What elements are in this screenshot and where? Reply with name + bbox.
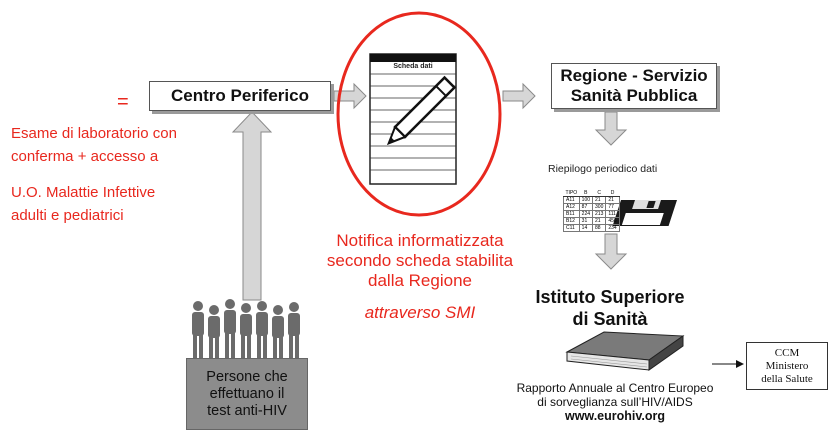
ccm-line-1: CCM xyxy=(774,346,800,359)
lab-exam-text: Esame di laboratorio con conferma + acce… xyxy=(11,124,177,226)
ccm-box: CCM Ministero della Salute xyxy=(746,342,828,390)
ccm-line-3: della Salute xyxy=(761,372,813,385)
table-row: C11 14 88 234 xyxy=(563,224,620,232)
rapporto-line-1: Rapporto Annuale al Centro Europeo xyxy=(516,381,714,395)
table-cell: 111 xyxy=(605,210,620,218)
lab-exam-line-3: U.O. Malattie Infettive xyxy=(11,184,156,201)
regione-box: Regione - Servizio Sanità Pubblica xyxy=(551,63,717,109)
iss-line-2: di Sanità xyxy=(572,309,648,329)
regione-line-2: Sanità Pubblica xyxy=(570,86,698,105)
table-cell: 300 xyxy=(592,203,607,211)
scheda-dati-label: Scheda dati xyxy=(393,63,433,70)
table-cell: 213 xyxy=(592,210,607,218)
regione-line-1: Regione - Servizio xyxy=(560,66,708,85)
table-cell: 77 xyxy=(605,203,620,211)
iss-title: Istituto Superiore di Sanità xyxy=(510,286,710,330)
people-group-icon xyxy=(192,299,300,358)
rapporto-line-2: di sorveglianza sull’HIV/AIDS xyxy=(537,395,693,409)
rapporto-text: Rapporto Annuale al Centro Europeo di so… xyxy=(496,381,734,423)
data-table: TIPO B C D A11 100 21 21 A12 87 300 77 B… xyxy=(563,190,620,232)
persone-box: Persone che effettuano il test anti-HIV xyxy=(186,358,308,430)
table-cell: 21 xyxy=(605,196,620,204)
document-pencil-icon xyxy=(369,53,457,185)
notifica-line-4: attraverso SMI xyxy=(364,303,476,322)
floppy-disk-icon xyxy=(612,200,677,226)
persone-line-3: test anti-HIV xyxy=(207,402,287,419)
table-cell: 234 xyxy=(605,224,620,232)
lab-exam-line-4: adulti e pediatrici xyxy=(11,207,124,224)
table-cell: B12 xyxy=(563,217,580,225)
notifica-line-2: secondo scheda stabilita xyxy=(326,251,514,270)
riepilogo-label: Riepilogo periodico dati xyxy=(548,163,658,175)
table-cell: 87 xyxy=(578,203,594,211)
equals-sign: = xyxy=(117,91,129,113)
notifica-line-1: Notifica informatizzata xyxy=(336,231,504,250)
table-row: B11 224 213 111 xyxy=(563,210,620,218)
rapporto-url: www.eurohiv.org xyxy=(564,409,665,423)
table-cell: 224 xyxy=(578,210,594,218)
centro-periferico-label: Centro Periferico xyxy=(171,86,309,105)
table-row: A11 100 21 21 xyxy=(563,196,620,204)
vertical-up-arrow xyxy=(231,111,273,301)
notifica-line-3: dalla Regione xyxy=(368,271,472,290)
arrow-to-regione xyxy=(502,82,536,110)
table-cell: B11 xyxy=(563,210,580,218)
arrow-down-2 xyxy=(594,233,628,270)
persone-line-2: effettuano il xyxy=(209,385,285,402)
table-header-cell: TIPO xyxy=(563,190,580,197)
arrow-to-ccm xyxy=(712,360,744,368)
centro-periferico-box: Centro Periferico xyxy=(149,81,331,111)
arrow-down-1 xyxy=(594,111,628,146)
ccm-line-2: Ministero xyxy=(765,359,809,372)
table-cell: 21 xyxy=(592,217,607,225)
table-cell: 88 xyxy=(592,224,607,232)
lab-exam-line-1: Esame di laboratorio con xyxy=(11,125,177,142)
table-cell: 14 xyxy=(578,224,594,232)
persone-line-1: Persone che xyxy=(206,368,288,385)
table-cell: C11 xyxy=(563,224,580,232)
table-cell: 31 xyxy=(578,217,594,225)
book-icon xyxy=(565,331,685,371)
table-cell: A12 xyxy=(563,203,580,211)
table-cell: 456 xyxy=(605,217,620,225)
iss-line-1: Istituto Superiore xyxy=(535,287,685,307)
table-cell: 100 xyxy=(578,196,594,204)
table-cell: A11 xyxy=(563,196,580,204)
notifica-text: Notifica informatizzata secondo scheda s… xyxy=(310,231,530,323)
table-cell: 21 xyxy=(592,196,607,204)
lab-exam-line-2: conferma + accesso a xyxy=(11,148,159,165)
highlight-ellipse xyxy=(336,11,502,217)
table-row: A12 87 300 77 xyxy=(563,203,620,211)
table-row: B12 31 21 456 xyxy=(563,217,620,225)
